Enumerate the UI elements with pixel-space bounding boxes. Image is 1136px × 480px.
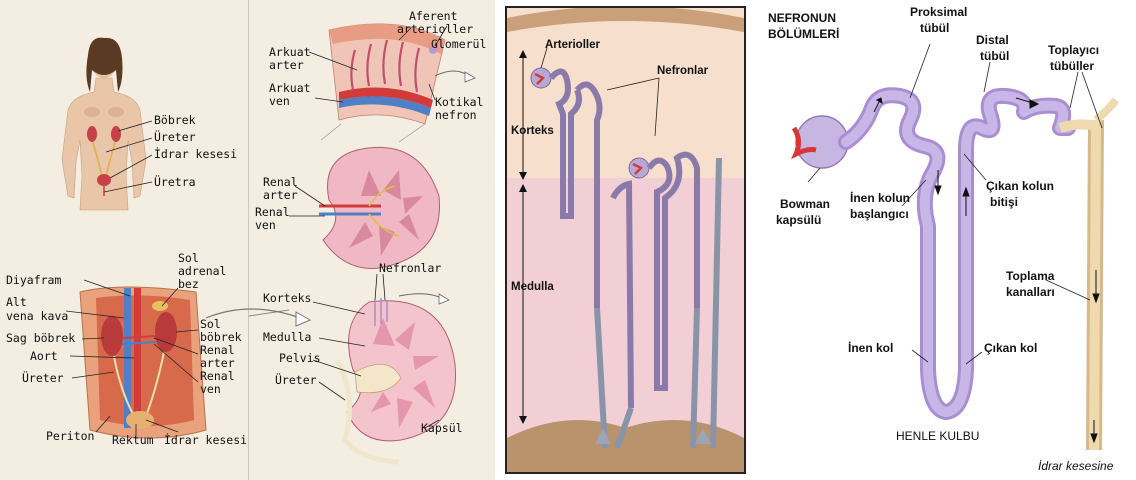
label-aferent-1: Aferent (409, 9, 457, 23)
label-toplayici-1: Toplayıcı (1048, 43, 1099, 57)
label-alt: Alt (6, 295, 27, 309)
label-kapsul: Kapsül (421, 421, 463, 435)
label-sol-bobrek-1: Sol (200, 317, 221, 331)
label-idrar-kesesine: İdrar kesesine (1038, 459, 1114, 473)
label-renal-ven-1-p2: Renal (255, 205, 290, 219)
label-sol-adrenal-1: Sol (178, 251, 199, 265)
label-sol-adrenal-3: bez (178, 277, 199, 291)
label-korteks-p3: Korteks (511, 125, 554, 137)
kidney-cross-section-upper (319, 147, 440, 268)
label-ureter-p2: Üreter (275, 371, 317, 387)
panel-kidney-sections: Aferent arterioller Glomerül Arkuat arte… (248, 0, 495, 480)
label-periton: Periton (46, 429, 94, 443)
label-inen-basl-1: İnen kolun (850, 190, 910, 205)
label-medulla-p3: Medulla (511, 281, 554, 293)
label-renal-ven-2: ven (200, 382, 221, 396)
label-bowman-1: Bowman (780, 197, 830, 211)
kidney-cross-section-lower (337, 298, 456, 462)
label-diyafram: Diyafram (6, 273, 61, 287)
label-bowman-2: kapsülü (776, 213, 821, 227)
label-inen-kol: İnen kol (848, 340, 893, 355)
kidney-sections-illustration: Aferent arterioller Glomerül Arkuat arte… (249, 0, 495, 480)
label-kotikal-2: nefron (435, 108, 477, 122)
label-proksimal-1: Proksimal (910, 5, 967, 19)
label-cikan-kol: Çıkan kol (984, 341, 1037, 355)
label-title-2: BÖLÜMLERİ (768, 26, 839, 41)
label-idrar-kesesi: İdrar kesesi (154, 146, 237, 161)
panel-urinary-system: Böbrek Üreter İdrar kesesi Üretra (0, 0, 248, 480)
label-arkuat-arter-2: arter (269, 58, 304, 72)
panel-cortex-medulla: Arterioller Nefronlar Korteks Medulla (505, 6, 746, 474)
abdomen-cutaway (80, 287, 206, 438)
nephron-tubule (846, 95, 1068, 412)
label-inen-basl-2: başlangıcı (850, 207, 909, 221)
label-korteks-p2: Korteks (263, 291, 311, 305)
aorta (134, 288, 141, 428)
label-glomerul: Glomerül (431, 37, 486, 51)
urinary-system-illustration: Böbrek Üreter İdrar kesesi Üretra (0, 0, 248, 480)
label-arterioller: Arterioller (545, 39, 600, 51)
label-uretra: Üretra (154, 173, 196, 189)
label-sol-adrenal-2: adrenal (178, 264, 226, 278)
cortex-wedge (329, 24, 445, 124)
label-bobrek: Böbrek (154, 113, 196, 127)
label-nefronlar-p3: Nefronlar (657, 65, 709, 77)
label-medulla-p2: Medulla (263, 330, 311, 344)
label-renal-ven-1: Renal (200, 369, 235, 383)
label-ureter: Üreter (154, 128, 196, 144)
label-proksimal-2: tübül (920, 21, 949, 35)
label-rektum: Rektum (112, 433, 154, 447)
label-renal-arter-2: arter (200, 356, 235, 370)
label-arkuat-arter-1: Arkuat (269, 45, 311, 59)
label-vena-kava: vena kava (6, 309, 68, 323)
female-figure (62, 38, 146, 210)
label-arkuat-ven-1: Arkuat (269, 81, 311, 95)
panel-nephron-parts: NEFRONUN BÖLÜMLERİ Proksimal tübül Dista… (760, 0, 1136, 480)
label-arkuat-ven-2: ven (269, 94, 290, 108)
label-henle-kulbu: HENLE KULBU (896, 429, 979, 443)
label-sol-bobrek-2: böbrek (200, 330, 242, 344)
label-toplayici-2: tübüller (1050, 59, 1094, 73)
label-ureter-abd: Üreter (22, 369, 64, 385)
label-aort: Aort (30, 349, 58, 363)
label-distal-2: tübül (980, 49, 1009, 63)
label-kotikal-1: Kotikal (435, 95, 483, 109)
right-kidney-small (111, 126, 121, 142)
label-title-1: NEFRONUN (768, 11, 836, 25)
label-toplama-2: kanalları (1006, 285, 1055, 299)
label-sag-bobrek: Sag böbrek (6, 331, 75, 345)
nephron-parts-illustration: NEFRONUN BÖLÜMLERİ Proksimal tübül Dista… (760, 0, 1136, 480)
left-kidney-small (87, 126, 97, 142)
label-cikan-bit-1: Çıkan kolun (986, 179, 1054, 193)
right-kidney (101, 316, 123, 356)
cortex-medulla-illustration: Arterioller Nefronlar Korteks Medulla (507, 8, 744, 472)
flow-arrows (874, 98, 1099, 442)
label-nefronlar-p2: Nefronlar (379, 261, 441, 275)
label-cikan-bit-2: bitişi (990, 195, 1018, 209)
label-renal-arter-2-p2: arter (263, 188, 298, 202)
label-renal-ven-2-p2: ven (255, 218, 276, 232)
label-distal-1: Distal (976, 33, 1009, 47)
label-renal-arter-1: Renal (200, 343, 235, 357)
label-toplama-1: Toplama (1006, 269, 1055, 283)
label-pelvis-p2: Pelvis (279, 351, 321, 365)
label-idrar-kesesi-abd: İdrar kesesi (164, 432, 247, 447)
left-kidney (155, 312, 177, 352)
label-aferent-2: arterioller (397, 22, 473, 36)
label-renal-arter-1-p2: Renal (263, 175, 298, 189)
